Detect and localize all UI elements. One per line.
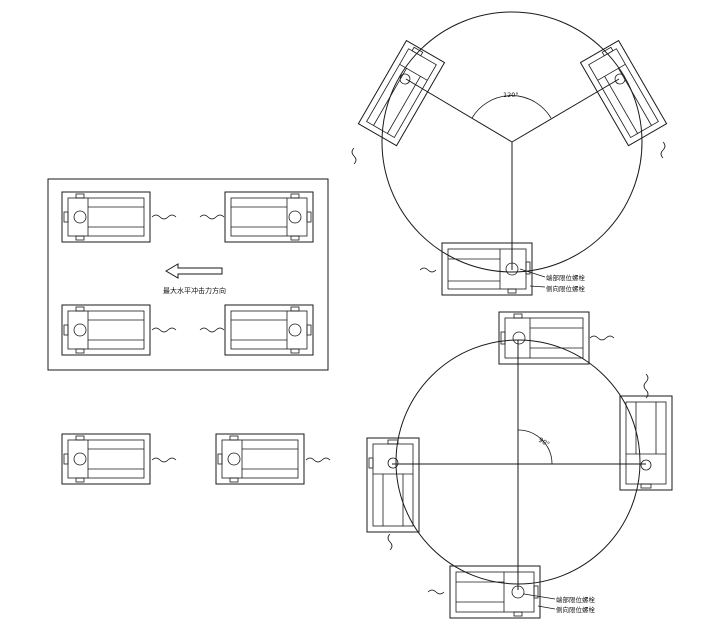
angle-label-90: 90° bbox=[537, 436, 551, 449]
angle-arc-90 bbox=[517, 429, 553, 465]
label-end-bolt-bottom: 端部限位螺栓 bbox=[556, 595, 596, 604]
bearing-block-90-bottom bbox=[449, 565, 541, 619]
impact-direction-arrow bbox=[165, 263, 223, 279]
spoke-right bbox=[511, 78, 620, 143]
arrow-text: 最大水平冲击力方向 bbox=[163, 286, 226, 295]
angle-label-120: 120° bbox=[503, 91, 519, 99]
bearing-block-loose-1 bbox=[61, 433, 177, 485]
bearing-block-loose-2 bbox=[215, 433, 331, 485]
bearing-block-120-bottom bbox=[441, 242, 533, 296]
spoke-left bbox=[405, 78, 513, 143]
circle-120 bbox=[381, 11, 643, 273]
label-side-bolt-top: 侧向限位螺栓 bbox=[546, 284, 586, 293]
bearing-block-top-right bbox=[199, 191, 314, 243]
bearing-block-90-right bbox=[619, 395, 673, 491]
bearing-block-bottom-left bbox=[61, 304, 177, 356]
bearing-block-120-right bbox=[579, 39, 668, 147]
bearing-block-90-top bbox=[498, 311, 590, 365]
label-side-bolt-bottom: 侧向限位螺栓 bbox=[556, 605, 596, 614]
label-end-bolt-top: 端部限位螺栓 bbox=[546, 273, 586, 282]
bearing-block-bottom-right bbox=[199, 304, 314, 356]
bearing-block-top-left bbox=[61, 191, 177, 243]
bearing-block-90-left bbox=[366, 437, 420, 533]
angle-arc-120 bbox=[471, 95, 552, 119]
layout-frame bbox=[47, 178, 329, 371]
bearing-block-120-left bbox=[357, 39, 446, 147]
